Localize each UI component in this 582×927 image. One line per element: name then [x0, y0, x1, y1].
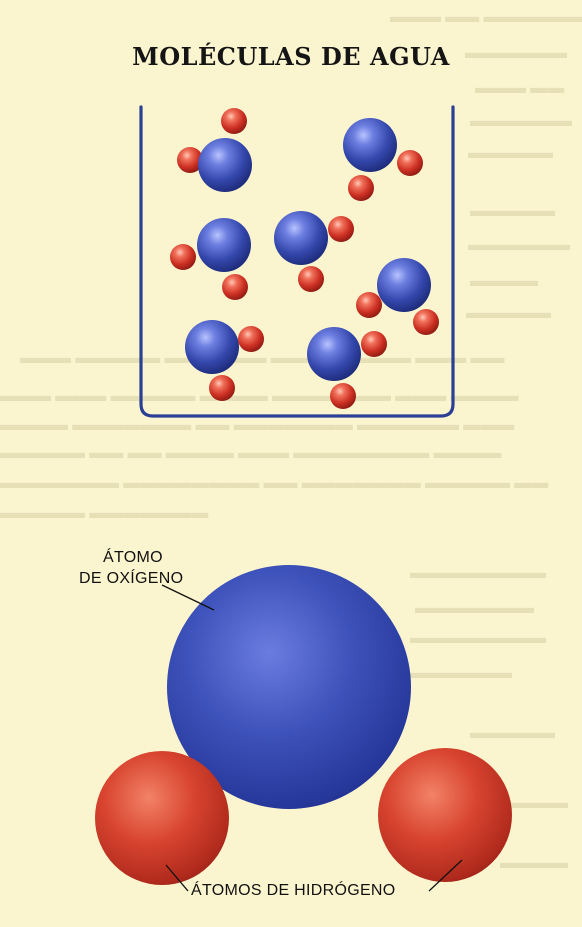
beaker-icon: [139, 105, 455, 418]
water-molecule-6: [185, 320, 264, 401]
hydrogen-atom-icon: [238, 326, 264, 352]
oxygen-label-line1: ÁTOMO: [103, 549, 163, 566]
hydrogen-leader-line-left: [165, 864, 189, 892]
hydrogen-leader-line-right: [428, 859, 463, 892]
oxygen-atom-icon: [198, 138, 252, 192]
large-water-molecule: [95, 565, 512, 885]
hydrogen-atom-icon: [298, 266, 324, 292]
hydrogen-atom-icon: [378, 748, 512, 882]
water-molecule-1: [177, 108, 252, 192]
water-molecule-3: [170, 218, 251, 300]
hydrogen-atom-icon: [397, 150, 423, 176]
oxygen-atom-icon: [167, 565, 411, 809]
hydrogen-atom-icon: [361, 331, 387, 357]
oxygen-leader-line: [161, 584, 215, 611]
hydrogen-atom-icon: [356, 292, 382, 318]
oxygen-atom-icon: [197, 218, 251, 272]
hydrogen-atom-icon: [95, 751, 229, 885]
hydrogen-atom-icon: [222, 274, 248, 300]
hydrogen-atom-icon: [221, 108, 247, 134]
hydrogen-atom-icon: [413, 309, 439, 335]
water-molecule-4: [274, 211, 354, 292]
oxygen-atom-icon: [307, 327, 361, 381]
oxygen-atom-icon: [185, 320, 239, 374]
oxygen-label-line2: DE OXÍGENO: [79, 570, 184, 587]
water-molecule-7: [307, 327, 387, 409]
diagram-title: MOLÉCULAS DE AGUA: [132, 42, 450, 71]
hydrogen-atom-icon: [209, 375, 235, 401]
hydrogen-atoms-label: ÁTOMOS DE HIDRÓGENO: [191, 882, 396, 899]
hydrogen-atom-icon: [328, 216, 354, 242]
oxygen-atom-icon: [343, 118, 397, 172]
hydrogen-atom-icon: [177, 147, 203, 173]
water-molecule-5: [356, 258, 439, 335]
hydrogen-atom-icon: [170, 244, 196, 270]
water-molecule-2: [343, 118, 423, 201]
oxygen-atom-icon: [377, 258, 431, 312]
oxygen-atom-icon: [274, 211, 328, 265]
hydrogen-atom-icon: [348, 175, 374, 201]
hydrogen-atom-icon: [330, 383, 356, 409]
oxygen-atom-label: ÁTOMO DE OXÍGENO: [79, 547, 183, 589]
